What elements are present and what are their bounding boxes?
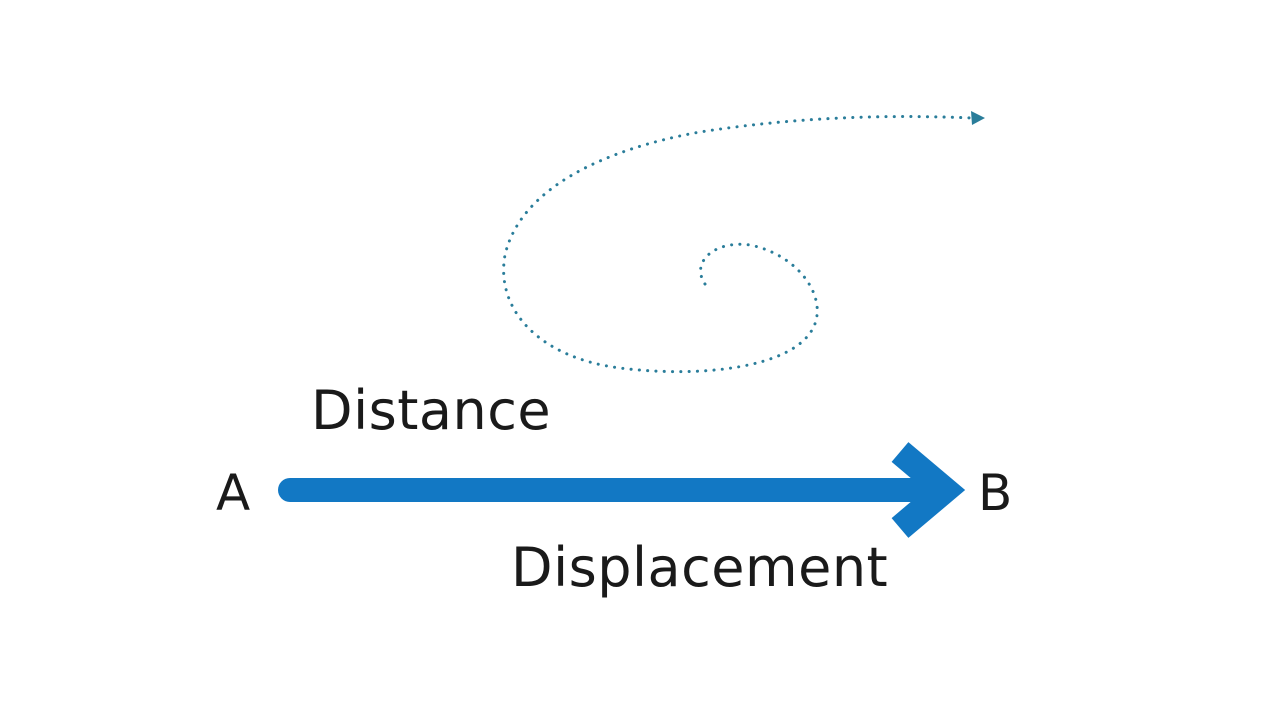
displacement-arrowhead-icon: [891, 442, 966, 538]
distance-label: Distance: [311, 379, 552, 442]
point-a-label: A: [216, 464, 251, 522]
point-b-label: B: [978, 464, 1013, 522]
distance-path-arrowhead-icon: [971, 111, 985, 125]
displacement-label: Displacement: [511, 536, 889, 599]
distance-path: [502, 115, 974, 374]
